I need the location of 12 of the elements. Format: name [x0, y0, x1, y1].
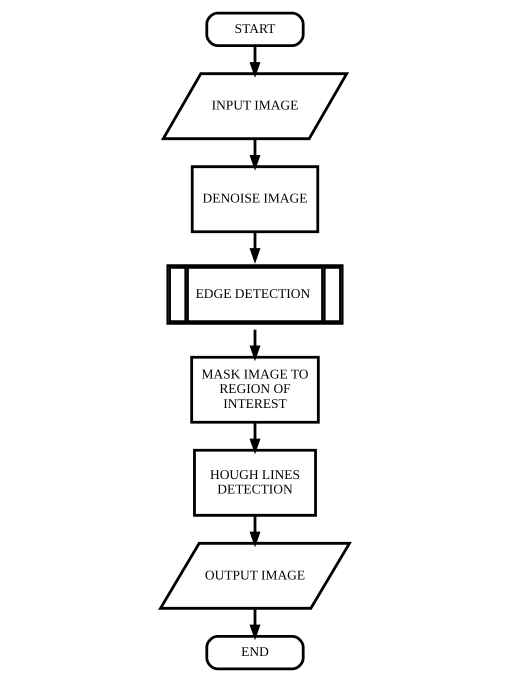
node-box: DENOISE IMAGE	[190, 165, 320, 234]
node-box: START	[205, 12, 305, 48]
arrow	[250, 46, 260, 78]
node-box: MASK IMAGE TO REGION OF INTEREST	[190, 356, 320, 424]
arrow	[250, 232, 260, 264]
arrow	[250, 330, 260, 362]
arrow	[250, 608, 260, 640]
node-box: END	[205, 634, 305, 670]
arrow	[250, 139, 260, 171]
arrow	[250, 516, 260, 548]
node-box: HOUGH LINES DETECTION	[193, 448, 317, 517]
arrow	[250, 422, 260, 454]
